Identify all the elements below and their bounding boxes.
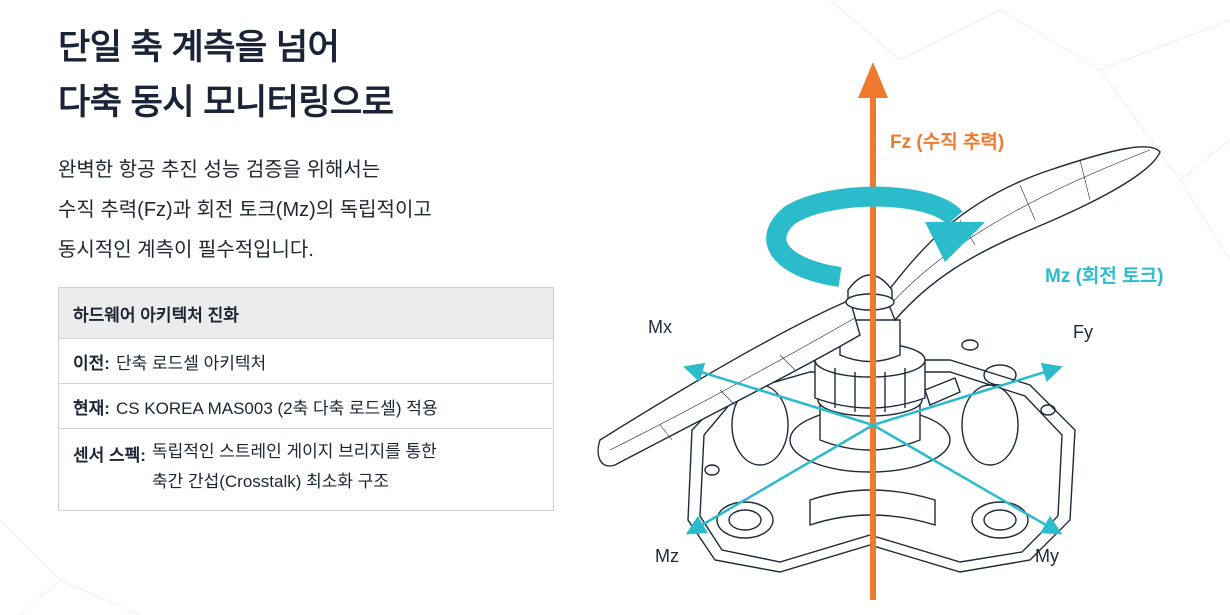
propeller	[597, 146, 1161, 467]
intro-line-1: 완벽한 항공 추진 성능 검증을 위해서는	[58, 159, 381, 181]
intro-line-2: 수직 추력(Fz)과 회전 토크(Mz)의 독립적이고	[58, 199, 432, 221]
fy-axis-arrow	[872, 362, 1063, 427]
mz-label: Mz	[655, 546, 679, 566]
fy-label: Fy	[1073, 322, 1093, 342]
my-axis-arrow	[872, 423, 1063, 535]
table-row: 이전: 단축 로드셀 아키텍처	[59, 338, 553, 383]
row-value: 독립적인 스트레인 게이지 브리지를 통한 축간 간섭(Crosstalk) 최…	[152, 437, 437, 497]
mx-label: Mx	[648, 317, 672, 337]
mx-axis-arrow	[683, 362, 874, 427]
mz-axis-arrow	[685, 423, 874, 535]
table-row: 센서 스펙: 독립적인 스트레인 게이지 브리지를 통한 축간 간섭(Cross…	[59, 428, 553, 510]
title-line-1: 단일 축 계측을 넘어	[58, 28, 340, 67]
row-key: 이전:	[73, 353, 110, 373]
architecture-table: 하드웨어 아키텍처 진화 이전: 단축 로드셀 아키텍처 현재: CS KORE…	[58, 287, 554, 511]
title-line-2: 다축 동시 모니터링으로	[58, 83, 394, 122]
row-value-line-2: 축간 간섭(Crosstalk) 최소화 구조	[151, 472, 390, 491]
row-value: CS KOREA MAS003 (2축 다축 로드셀) 적용	[115, 398, 438, 418]
row-value: 단축 로드셀 아키텍처	[115, 353, 267, 373]
my-label: My	[1035, 546, 1059, 566]
row-key: 현재:	[73, 398, 110, 418]
page-title: 단일 축 계측을 넘어 다축 동시 모니터링으로	[58, 20, 394, 130]
mz-rotation-label: Mz (회전 토크)	[1045, 265, 1163, 287]
fz-label: Fz (수직 추력)	[890, 131, 1004, 153]
table-header: 하드웨어 아키텍처 진화	[59, 288, 553, 338]
row-value-line-1: 독립적인 스트레인 게이지 브리지를 통한	[151, 442, 437, 461]
moment-axes	[683, 362, 1063, 535]
mz-rotation-arrow	[766, 186, 985, 287]
intro-paragraph: 완벽한 항공 추진 성능 검증을 위해서는 수직 추력(Fz)과 회전 토크(M…	[58, 150, 432, 270]
row-key: 센서 스펙:	[73, 446, 146, 465]
intro-line-3: 동시적인 계측이 필수적입니다.	[58, 239, 314, 261]
table-row: 현재: CS KOREA MAS003 (2축 다축 로드셀) 적용	[59, 383, 553, 428]
fz-force-arrow	[858, 62, 888, 600]
